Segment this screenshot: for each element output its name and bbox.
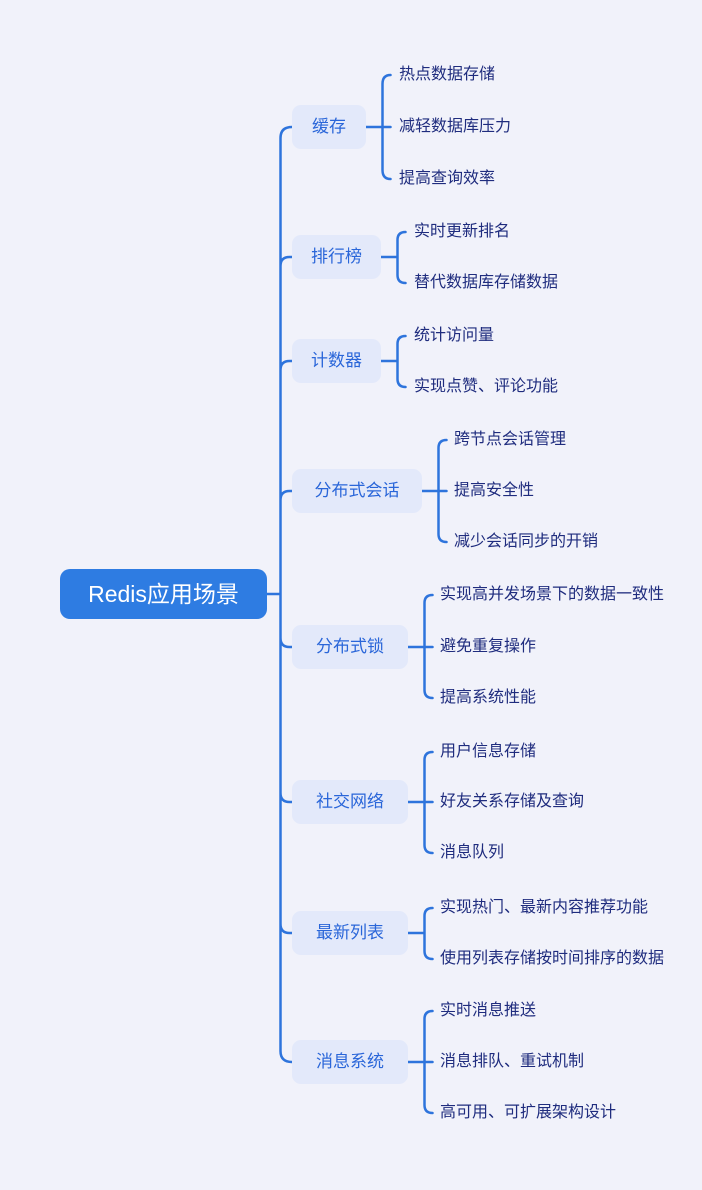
leaf-node[interactable]: 好友关系存储及查询 <box>440 793 585 810</box>
leaf-node[interactable]: 消息排队、重试机制 <box>440 1053 585 1070</box>
leaf-node[interactable]: 实现点赞、评论功能 <box>414 378 559 395</box>
leaf-node[interactable]: 实现高并发场景下的数据一致性 <box>440 586 665 603</box>
leaf-node[interactable]: 实时更新排名 <box>414 223 511 240</box>
branch-3-bracket <box>379 334 407 389</box>
leaf-node[interactable]: 实现热门、最新内容推荐功能 <box>440 899 649 916</box>
leaf-node[interactable]: 实时消息推送 <box>440 1002 537 1019</box>
branch-2-bracket <box>379 230 407 285</box>
root-node[interactable]: Redis应用场景 <box>60 569 267 619</box>
branch-6-bracket <box>406 750 434 855</box>
branch-node-latest-list[interactable]: 最新列表 <box>292 911 408 955</box>
branch-node-leaderboard[interactable]: 排行榜 <box>292 235 381 279</box>
leaf-node[interactable]: 用户信息存储 <box>440 743 537 760</box>
trunk-line <box>265 125 294 1064</box>
leaf-node[interactable]: 统计访问量 <box>414 327 495 344</box>
branch-node-counter[interactable]: 计数器 <box>292 339 381 383</box>
branch-node-cache[interactable]: 缓存 <box>292 105 366 149</box>
branch-node-distributed-session[interactable]: 分布式会话 <box>292 469 422 513</box>
leaf-node[interactable]: 使用列表存储按时间排序的数据 <box>440 950 665 967</box>
leaf-node[interactable]: 消息队列 <box>440 844 505 861</box>
branch-8-bracket <box>406 1009 434 1115</box>
leaf-node[interactable]: 减轻数据库压力 <box>399 118 512 135</box>
branch-5-bracket <box>406 593 434 700</box>
leaf-node[interactable]: 跨节点会话管理 <box>454 431 567 448</box>
leaf-node[interactable]: 热点数据存储 <box>399 66 496 83</box>
branch-node-distributed-lock[interactable]: 分布式锁 <box>292 625 408 669</box>
branch-node-social-network[interactable]: 社交网络 <box>292 780 408 824</box>
leaf-node[interactable]: 提高系统性能 <box>440 689 537 706</box>
branch-4-bracket <box>420 438 448 544</box>
leaf-node[interactable]: 提高查询效率 <box>399 170 496 187</box>
leaf-node[interactable]: 避免重复操作 <box>440 638 537 655</box>
leaf-node[interactable]: 提高安全性 <box>454 482 535 499</box>
branch-1-bracket <box>364 73 392 181</box>
leaf-node[interactable]: 替代数据库存储数据 <box>414 274 559 291</box>
branch-node-message-system[interactable]: 消息系统 <box>292 1040 408 1084</box>
branch-7-bracket <box>406 906 434 961</box>
leaf-node[interactable]: 减少会话同步的开销 <box>454 533 599 550</box>
leaf-node[interactable]: 高可用、可扩展架构设计 <box>440 1104 617 1121</box>
